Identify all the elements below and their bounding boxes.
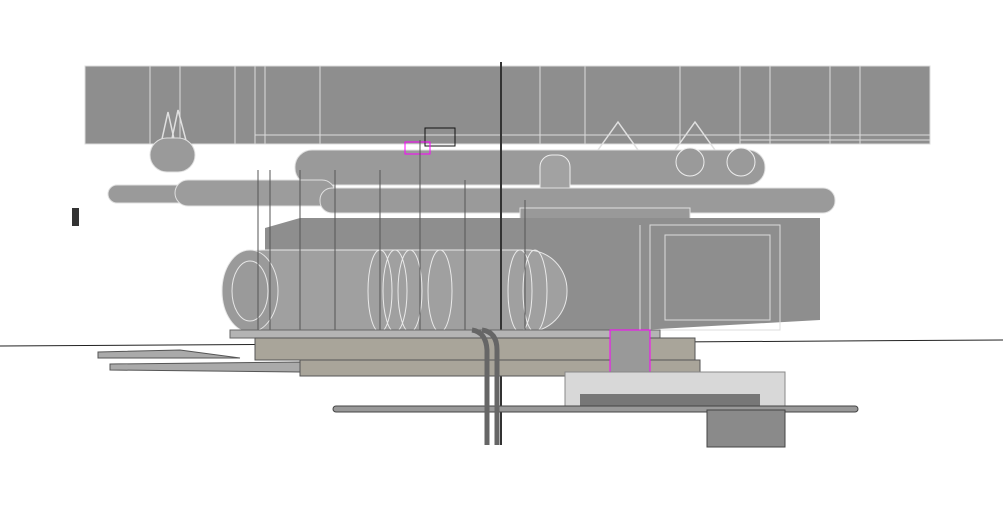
vertical-pipes[interactable] (471, 327, 500, 445)
support-rods (257, 140, 526, 345)
pipe-hangers (159, 109, 716, 151)
small-fitting (72, 208, 79, 226)
pipe-middle[interactable] (107, 179, 836, 223)
large-cylinder[interactable] (221, 249, 568, 333)
pipe-upper[interactable] (149, 127, 766, 211)
upper-duct[interactable] (84, 65, 931, 145)
dark-block[interactable] (706, 409, 786, 448)
grey-block[interactable] (580, 394, 760, 408)
